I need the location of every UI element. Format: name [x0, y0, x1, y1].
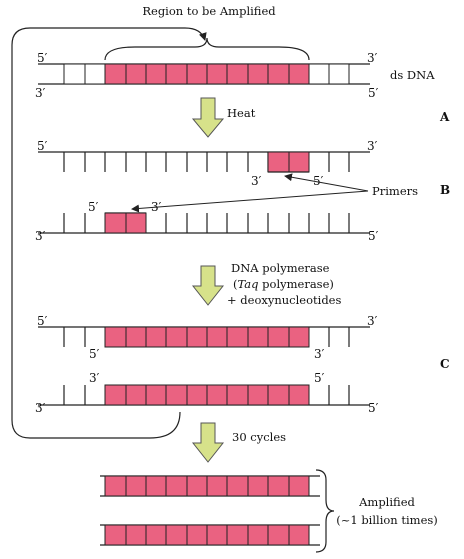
diagram-title: Region to be Amplified — [142, 4, 276, 18]
amplified-brace — [315, 469, 335, 553]
ds-dna — [38, 63, 370, 85]
end-label: 5′ — [37, 314, 48, 328]
step-label-c: C — [440, 357, 450, 371]
heat-label: Heat — [227, 106, 256, 120]
end-label: 5′ — [37, 139, 48, 153]
primer-pointer — [284, 173, 369, 192]
primer-right — [267, 151, 310, 173]
extended-strand-1 — [38, 326, 370, 348]
single-strand-top — [38, 151, 370, 172]
single-strand-bottom — [38, 213, 370, 234]
cycle-return-arrow — [11, 27, 207, 439]
end-label: 5′ — [314, 371, 325, 385]
polymerase-label-3: + deoxynucleotides — [227, 293, 341, 307]
extended-strand-2 — [38, 384, 370, 406]
end-label: 3′ — [35, 401, 46, 415]
dna-box-white — [63, 63, 86, 85]
end-label: 3′ — [151, 200, 162, 214]
end-label: 3′ — [89, 371, 100, 385]
step-label-a: A — [439, 110, 450, 124]
end-label: 5′ — [313, 174, 324, 188]
amplified-copy-2 — [100, 524, 320, 546]
cycles-label: 30 cycles — [232, 430, 286, 444]
step-label-b: B — [440, 183, 450, 197]
end-label: 5′ — [88, 200, 99, 214]
polymerase-arrow — [191, 265, 225, 306]
amplified-copy-1 — [100, 475, 320, 497]
amplified-label: Amplified — [358, 495, 415, 509]
end-label: 5′ — [37, 51, 48, 65]
dna-box-white — [328, 63, 350, 85]
primers-label: Primers — [372, 184, 418, 198]
dna-box-white — [84, 63, 106, 85]
cycles-arrow — [191, 422, 225, 463]
end-label: 5′ — [89, 347, 100, 361]
polymerase-label-2: (Taq polymerase) — [233, 277, 334, 291]
end-label: 3′ — [35, 229, 46, 243]
dna-box-white — [308, 63, 330, 85]
polymerase-label: DNA polymerase — [231, 261, 330, 275]
ds-dna-label: ds DNA — [390, 68, 435, 82]
end-label: 3′ — [251, 174, 262, 188]
end-label: 5′ — [368, 86, 379, 100]
end-label: 3′ — [367, 314, 378, 328]
primer-left — [104, 212, 147, 234]
end-label: 3′ — [367, 139, 378, 153]
dna-region-boxes — [104, 63, 310, 85]
region-brace — [104, 37, 310, 61]
end-label: 5′ — [368, 229, 379, 243]
end-label: 5′ — [368, 401, 379, 415]
heat-arrow — [191, 97, 225, 138]
amplified-label-2: (~1 billion times) — [336, 513, 438, 527]
primer-pointer — [131, 190, 369, 213]
end-label: 3′ — [35, 86, 46, 100]
end-label: 3′ — [314, 347, 325, 361]
end-label: 3′ — [367, 51, 378, 65]
